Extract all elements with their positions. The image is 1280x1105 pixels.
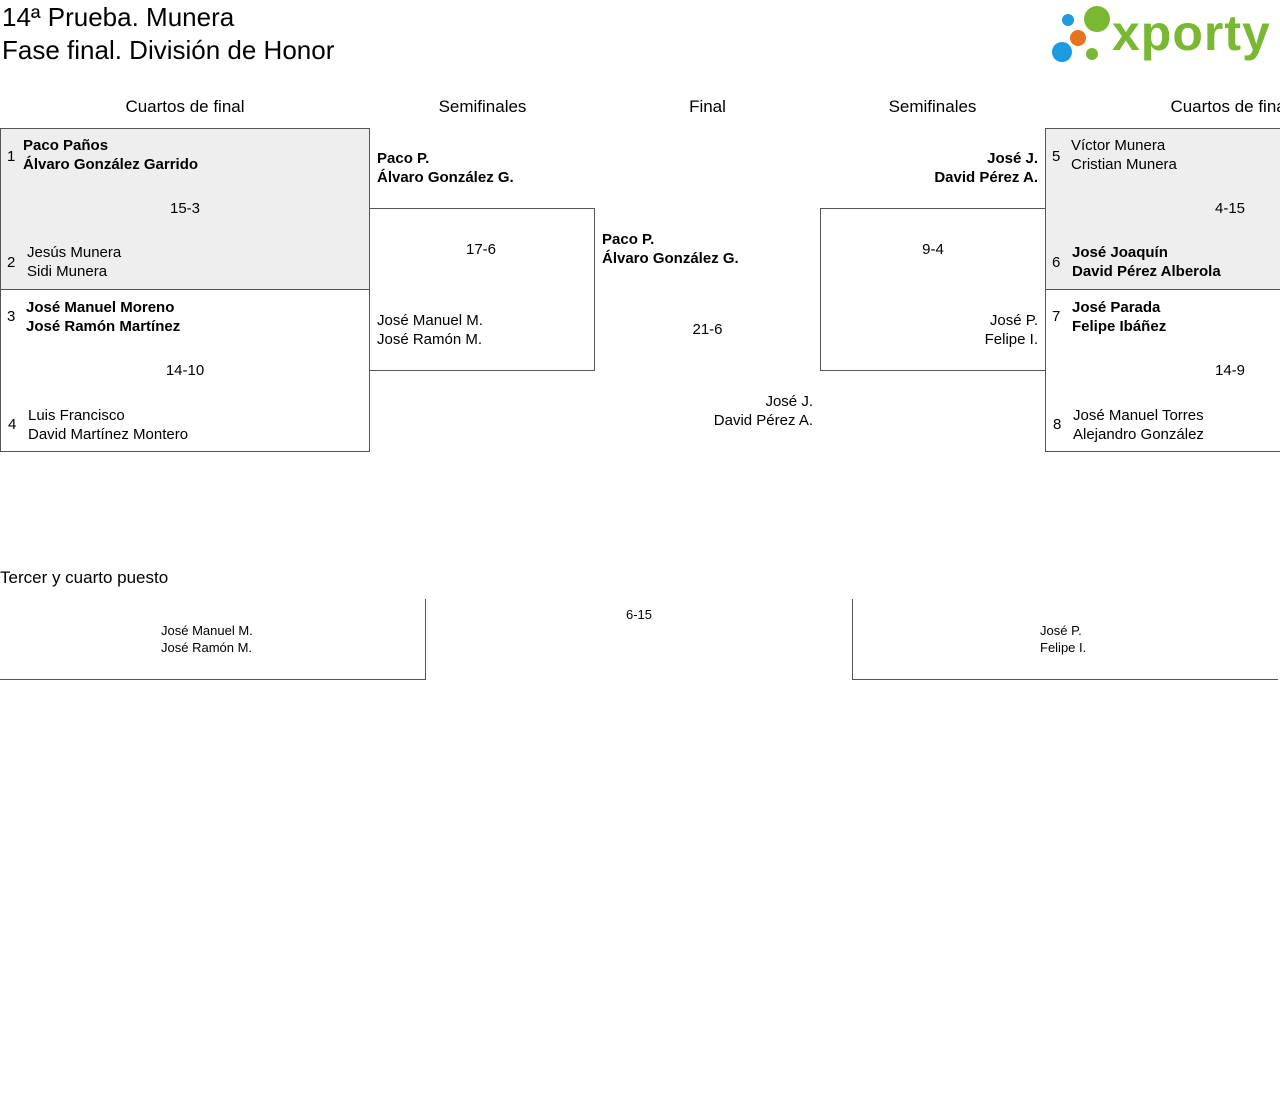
sf-right-team-b: José P. Felipe I. [820, 311, 1038, 349]
player-name: José Manuel Torres [1073, 407, 1204, 424]
qf-match-3: 5 Víctor Munera Cristian Munera 4-15 6 J… [1045, 128, 1280, 290]
player-name: José J. [987, 150, 1038, 167]
seed-number: 1 [7, 148, 16, 165]
seed-number: 5 [1052, 148, 1061, 165]
page-title-line1: 14ª Prueba. Munera [2, 2, 235, 32]
header-final: Final [689, 97, 726, 116]
third-place-score: 6-15 [625, 607, 653, 622]
team-b: Jesús Munera Sidi Munera [27, 243, 121, 281]
player-name: Víctor Munera [1071, 137, 1166, 154]
player-name: José P. [1040, 623, 1082, 638]
player-name: Cristian Munera [1071, 156, 1177, 173]
player-name: José Ramón Martínez [26, 318, 181, 335]
sf-right-bracket: 9-4 [820, 208, 1046, 371]
final-team-b: José J. David Pérez A. [600, 392, 813, 430]
team-a: Paco Paños Álvaro González Garrido [23, 136, 198, 174]
match-score: 17-6 [465, 241, 497, 258]
player-name: José Ramón M. [377, 331, 483, 348]
page-title-line2: Fase final. División de Honor [2, 35, 335, 65]
player-name: José Joaquín [1072, 244, 1168, 261]
player-name: David Pérez A. [934, 169, 1038, 186]
third-place-right-vline [852, 599, 853, 680]
player-name: Luis Francisco [28, 407, 125, 424]
third-place-team-b: José P. Felipe I. [1040, 622, 1086, 656]
player-name: Paco P. [602, 231, 655, 248]
team-a: Víctor Munera Cristian Munera [1071, 136, 1177, 174]
seed-number: 6 [1052, 254, 1061, 271]
qf-match-4: 7 José Parada Felipe Ibáñez 14-9 8 José … [1045, 289, 1280, 452]
player-name: Jesús Munera [27, 244, 122, 261]
seed-number: 7 [1052, 308, 1061, 325]
match-score: 14-10 [165, 362, 205, 379]
team-b: Luis Francisco David Martínez Montero [28, 406, 188, 444]
team-b: José Manuel Torres Alejandro González [1073, 406, 1204, 444]
team-a: José Manuel Moreno José Ramón Martínez [26, 298, 180, 336]
player-name: Felipe Ibáñez [1072, 318, 1167, 335]
match-score: 15-3 [169, 200, 201, 217]
player-name: David Martínez Montero [28, 426, 189, 443]
player-name: José Manuel Moreno [26, 299, 175, 316]
sf-right-team-a: José J. David Pérez A. [820, 149, 1038, 187]
header-qf-left: Cuartos de final [125, 97, 245, 116]
match-score: 9-4 [922, 241, 944, 258]
logo-dot-green-large [1084, 6, 1110, 32]
seed-number: 3 [7, 308, 16, 325]
logo-dot-green-small [1086, 48, 1098, 60]
player-name: Felipe I. [1040, 640, 1087, 655]
player-name: David Pérez Alberola [1072, 263, 1221, 280]
seed-number: 8 [1053, 416, 1062, 433]
header-qf-right: Cuartos de final [1170, 97, 1280, 116]
final-team-a: Paco P. Álvaro González G. [602, 230, 739, 268]
seed-number: 2 [7, 254, 16, 271]
player-name: José Ramón M. [161, 640, 253, 655]
third-place-right-line [852, 679, 1278, 680]
player-name: José Manuel M. [161, 623, 253, 638]
logo-text: xporty [1112, 5, 1271, 61]
player-name: Paco Paños [23, 137, 109, 154]
player-name: José P. [989, 312, 1038, 329]
player-name: José Parada [1072, 299, 1161, 316]
seed-number: 4 [8, 416, 17, 433]
team-b: José Joaquín David Pérez Alberola [1072, 243, 1221, 281]
header-sf-right: Semifinales [888, 97, 977, 116]
player-name: Álvaro González Garrido [23, 156, 199, 173]
third-place-left-vline [425, 599, 426, 680]
player-name: Sidi Munera [27, 263, 108, 280]
logo-dot-orange [1070, 30, 1086, 46]
sf-left-team-b: José Manuel M. José Ramón M. [377, 311, 483, 349]
match-score: 14-9 [1215, 362, 1246, 379]
final-score: 21-6 [692, 321, 723, 338]
qf-match-2: 3 José Manuel Moreno José Ramón Martínez… [0, 289, 370, 452]
third-place-left-line [0, 679, 426, 680]
player-name: David Pérez A. [713, 412, 813, 429]
third-place-label: Tercer y cuarto puesto [0, 568, 169, 587]
sf-left-team-a: Paco P. Álvaro González G. [377, 149, 514, 187]
player-name: Álvaro González G. [602, 250, 739, 267]
match-score: 4-15 [1215, 200, 1246, 217]
sf-left-bracket: 17-6 [369, 208, 595, 371]
player-name: Felipe I. [984, 331, 1038, 348]
player-name: Paco P. [377, 150, 430, 167]
third-place-team-a: José Manuel M. José Ramón M. [161, 622, 253, 656]
player-name: José Manuel M. [377, 312, 483, 329]
logo-dot-blue-large [1052, 42, 1072, 62]
team-a: José Parada Felipe Ibáñez [1072, 298, 1166, 336]
player-name: Alejandro González [1073, 426, 1204, 443]
qf-match-1: 1 Paco Paños Álvaro González Garrido 15-… [0, 128, 370, 290]
header-sf-left: Semifinales [438, 97, 527, 116]
xporty-logo: xporty [1050, 4, 1276, 68]
player-name: Álvaro González G. [377, 169, 514, 186]
logo-dot-blue-small [1062, 14, 1074, 26]
player-name: José J. [765, 393, 813, 410]
